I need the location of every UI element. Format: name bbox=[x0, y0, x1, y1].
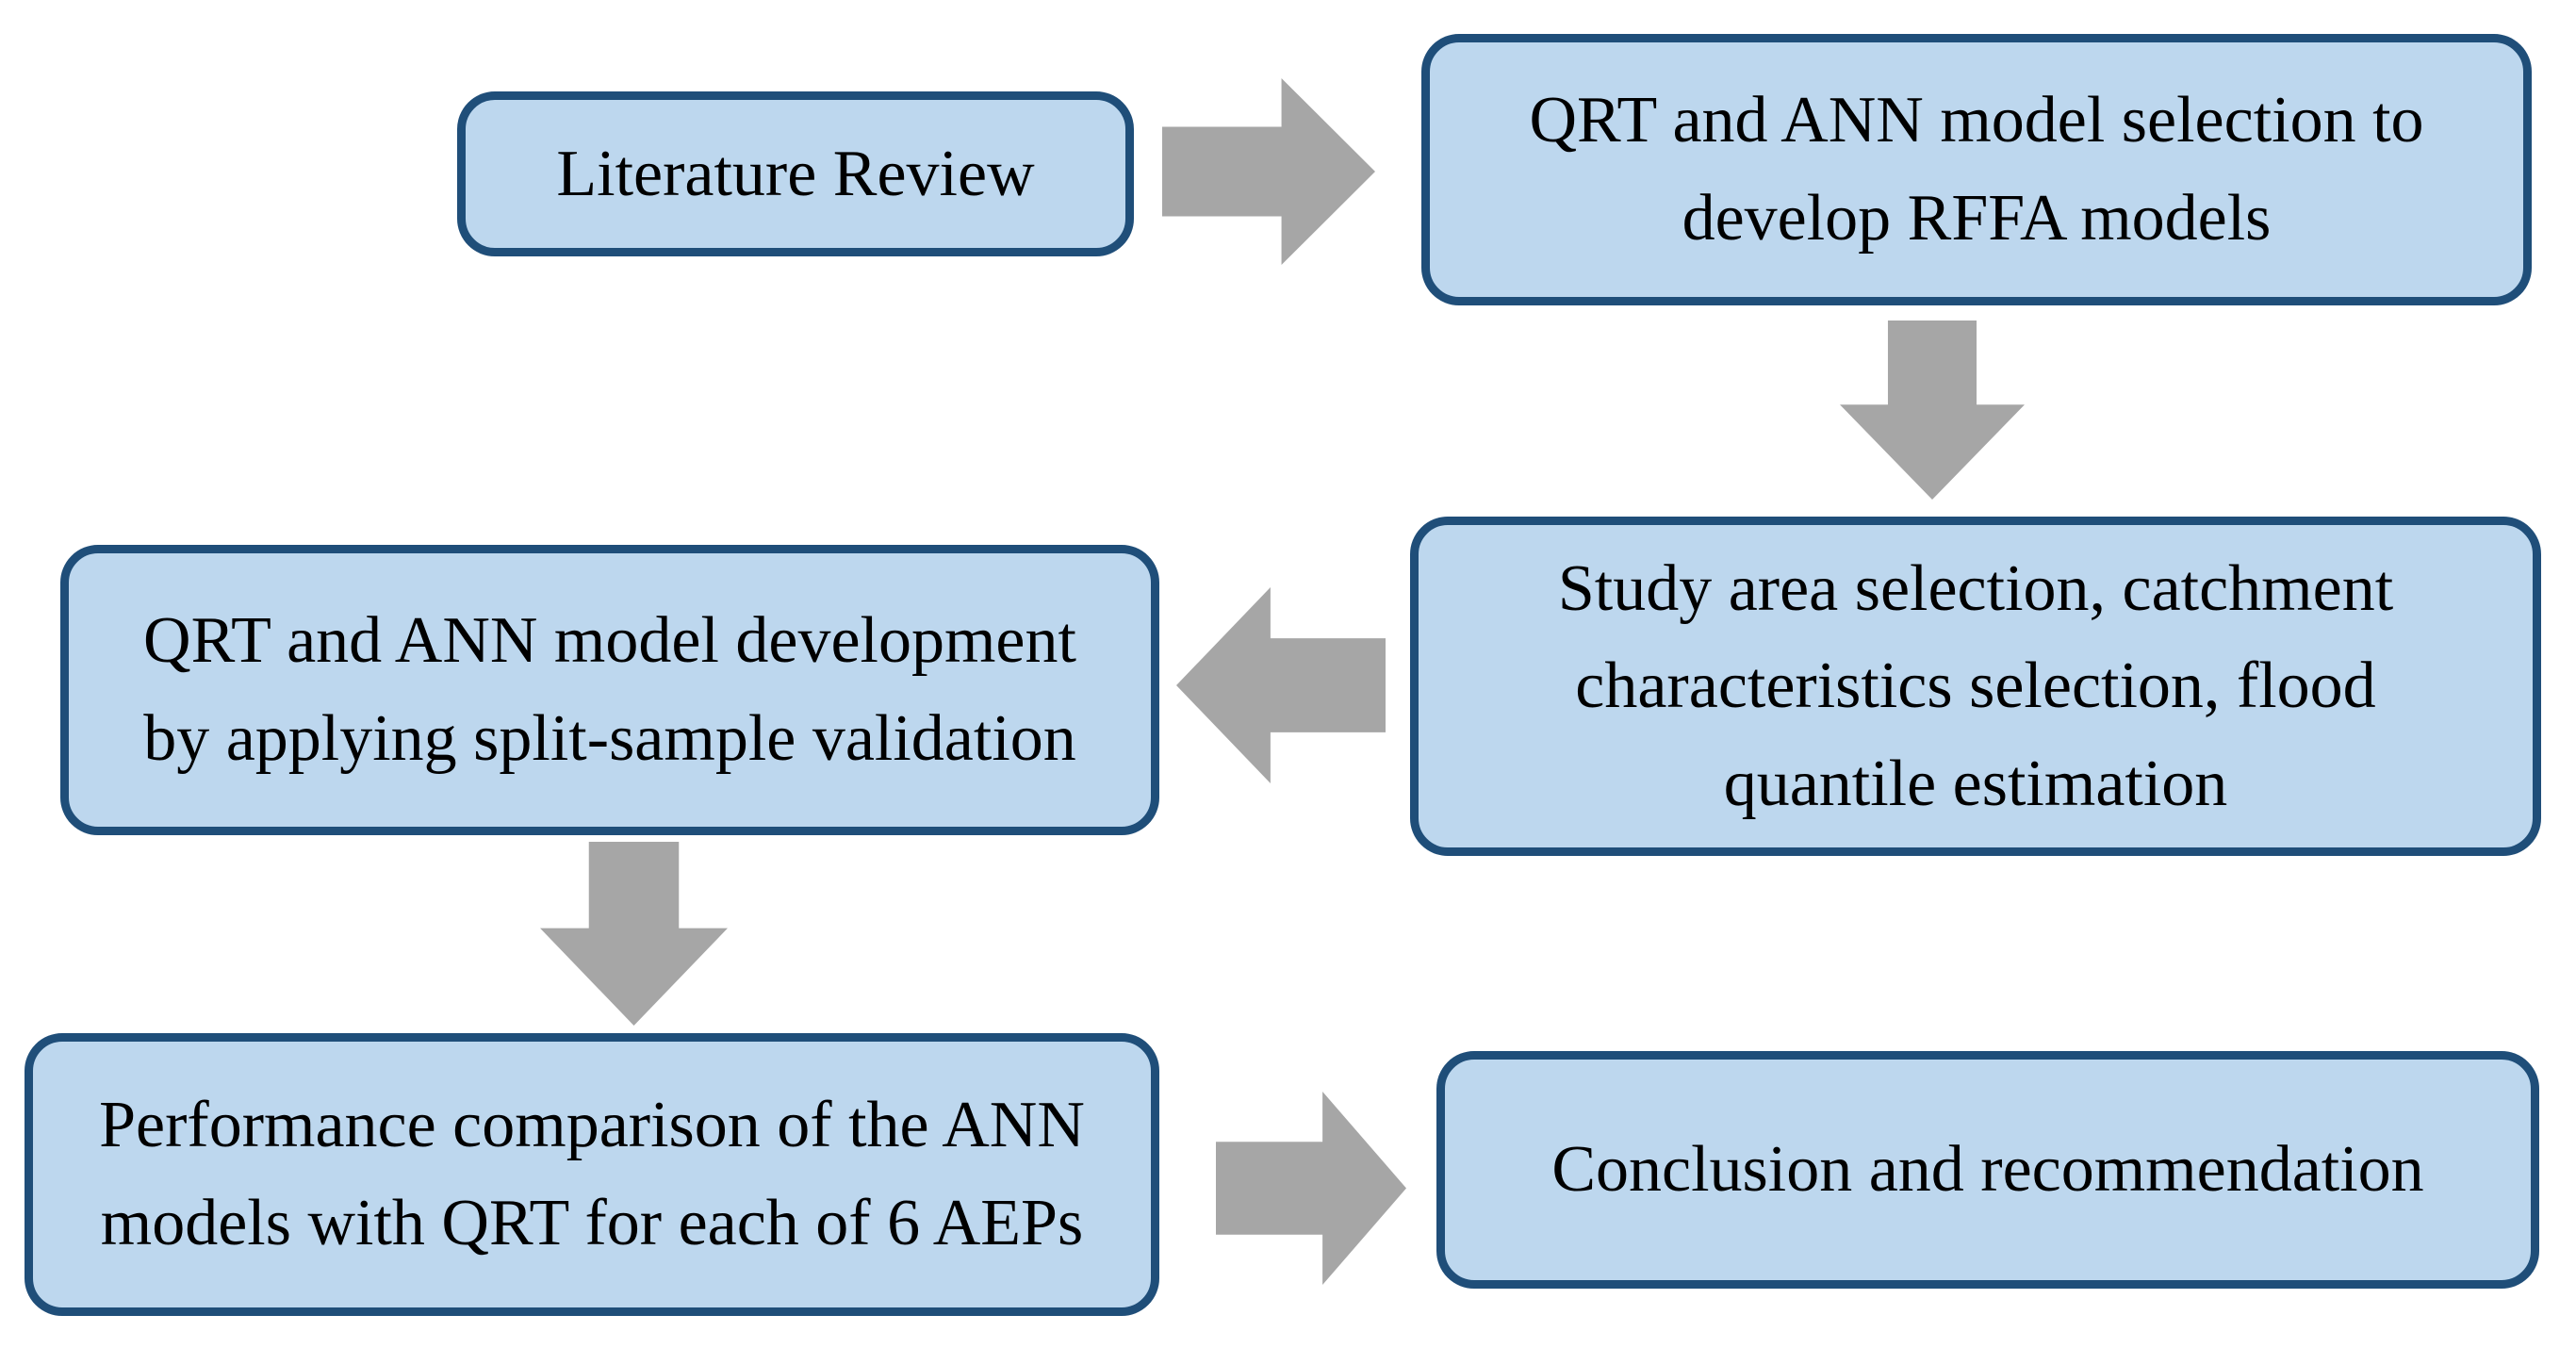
flow-arrow-down-icon bbox=[1840, 321, 2025, 500]
flow-node-label: QRT and ANN model development by applyin… bbox=[143, 604, 1076, 775]
flow-arrow-right-icon bbox=[1216, 1092, 1406, 1285]
flow-node-label: Performance comparison of the ANN models… bbox=[99, 1089, 1085, 1259]
flow-node-study-area-selection: Study area selection, catchment characte… bbox=[1410, 517, 2541, 856]
flow-arrow-down-icon bbox=[540, 842, 728, 1026]
flow-arrow-right-icon bbox=[1162, 78, 1375, 265]
flow-node-label: Literature Review bbox=[556, 137, 1035, 210]
flow-node-label: QRT and ANN model selection to develop R… bbox=[1529, 84, 2424, 255]
flow-node-qrt-ann-model-development: QRT and ANN model development by applyin… bbox=[60, 545, 1159, 835]
flow-node-label: Conclusion and recommendation bbox=[1551, 1133, 2424, 1207]
flow-node-qrt-ann-model-selection: QRT and ANN model selection to develop R… bbox=[1421, 34, 2532, 305]
flow-node-conclusion-recommendation: Conclusion and recommendation bbox=[1436, 1051, 2539, 1289]
flow-node-label: Study area selection, catchment characte… bbox=[1557, 551, 2394, 820]
flow-node-performance-comparison: Performance comparison of the ANN models… bbox=[25, 1033, 1159, 1316]
flow-node-literature-review: Literature Review bbox=[457, 91, 1134, 256]
flow-arrow-left-icon bbox=[1176, 587, 1386, 783]
